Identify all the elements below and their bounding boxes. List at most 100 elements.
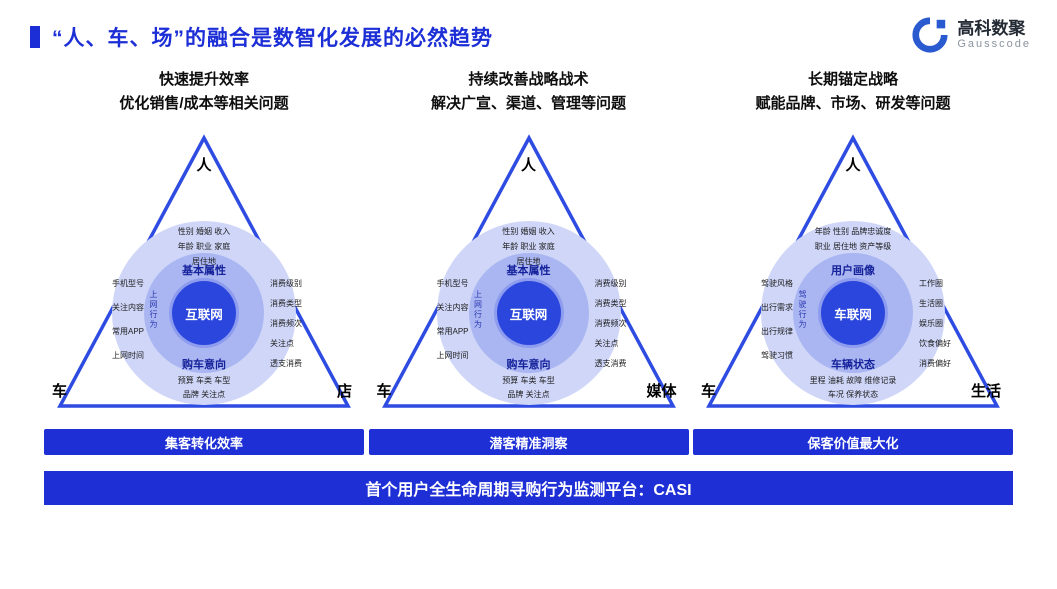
attribute-cluster-bottom: 预算 车类 车型 品牌 关注点 (178, 375, 230, 403)
attribute-line: 透支消费 (270, 359, 302, 368)
attribute-line: 出行规律 (761, 327, 793, 336)
ring-label-bottom: 购车意向 (182, 359, 226, 371)
attribute-line: 居住地 (191, 257, 216, 266)
attribute-line: 年龄 职业 家庭 (502, 242, 555, 251)
attribute-line: 常用APP (436, 327, 469, 336)
attribute-line: 关注内容 (436, 303, 469, 312)
vertex-label-left: 车 (376, 383, 392, 400)
vertex-label-right: 店 (336, 383, 352, 400)
triangle-diagram: 性别 婚姻 收入 年龄 职业 家庭 居住地 手机型号 关注内容 常用APP 上网… (44, 128, 364, 423)
ring-label-bottom: 车辆状态 (831, 359, 875, 371)
attribute-line: 关注点 (594, 339, 619, 348)
attribute-cluster-top: 性别 婚姻 收入 年龄 职业 家庭 居住地 (502, 226, 554, 271)
title-bullet (30, 26, 40, 48)
vertex-label-top: 人 (520, 157, 537, 174)
attribute-line: 性别 婚姻 收入 (502, 227, 555, 236)
heading-line2: 解决广宣、渠道、管理等问题 (430, 95, 626, 112)
attribute-line: 关注内容 (112, 303, 144, 312)
attribute-cluster-left: 驾驶风格 出行需求 出行规律 驾驶习惯 (719, 278, 793, 374)
attribute-line: 上网时间 (112, 351, 144, 360)
platform-banner: 首个用户全生命周期寻购行为监测平台：CASI (44, 471, 1013, 505)
attribute-line: 消费类型 (594, 299, 627, 308)
heading-line2: 赋能品牌、市场、研发等问题 (755, 95, 951, 112)
attribute-line: 驾驶风格 (761, 279, 793, 288)
vertex-label-left: 车 (701, 383, 717, 400)
ring-label-bottom: 购车意向 (506, 359, 551, 371)
center-network-circle: 互联网 (496, 281, 561, 345)
three-panel-area: 快速提升效率 优化销售/成本等相关问题 性别 婚姻 收入 年龄 职业 家庭 居住… (0, 52, 1057, 455)
attribute-cluster-bottom: 预算 车类 车型 品牌 关注点 (502, 375, 554, 403)
ring-label-vertical: 驾驶行为 (798, 290, 807, 330)
center-network-circle: 车联网 (821, 281, 885, 345)
attribute-line: 年龄 职业 家庭 (177, 242, 231, 251)
attribute-cluster-right: 消费级别 消费类型 消费频次 关注点 透支消费 (595, 278, 627, 378)
attribute-line: 消费频次 (594, 319, 627, 328)
attribute-line: 出行需求 (761, 303, 793, 312)
attribute-line: 手机型号 (112, 279, 144, 288)
attribute-line: 娱乐圈 (919, 319, 943, 328)
attribute-line: 性别 婚姻 收入 (177, 227, 231, 236)
ring-label-vertical: 上网行为 (473, 290, 483, 330)
slide-header: “人、车、场”的融合是数智化发展的必然趋势 (0, 0, 1057, 52)
attribute-cluster-top: 年龄 性别 品牌忠诚度 职业 居住地 资产等级 (815, 226, 891, 256)
attribute-line: 手机型号 (436, 279, 469, 288)
brand-logo: 高科数聚 Gausscode (911, 16, 1031, 54)
attribute-line: 透支消费 (594, 359, 627, 368)
ring-label-vertical: 上网行为 (149, 290, 158, 330)
attribute-line: 消费级别 (270, 279, 302, 288)
panel-conversion: 快速提升效率 优化销售/成本等相关问题 性别 婚姻 收入 年龄 职业 家庭 居住… (44, 68, 364, 455)
panel-banner: 集客转化效率 (44, 429, 364, 455)
attribute-cluster-left: 手机型号 关注内容 常用APP 上网时间 (395, 278, 469, 374)
triangle-diagram: 年龄 性别 品牌忠诚度 职业 居住地 资产等级 驾驶风格 出行需求 出行规律 驾… (693, 128, 1013, 423)
attribute-line: 生活圈 (919, 299, 943, 308)
attribute-cluster-left: 手机型号 关注内容 常用APP 上网时间 (70, 278, 144, 374)
attribute-line: 消费偏好 (919, 359, 951, 368)
attribute-cluster-bottom: 里程 油耗 故障 维修记录 车况 保养状态 (810, 375, 897, 403)
attribute-line: 常用APP (111, 327, 144, 336)
attribute-line: 消费频次 (270, 319, 302, 328)
attribute-line: 消费类型 (270, 299, 302, 308)
vertex-label-right: 媒体 (646, 383, 677, 400)
attribute-line: 品牌 关注点 (507, 390, 550, 399)
vertex-label-right: 生活 (970, 383, 1001, 400)
gausscode-logo-icon (912, 17, 948, 53)
center-network-circle: 互联网 (172, 281, 236, 345)
vertex-label-top: 人 (196, 157, 212, 174)
attribute-line: 预算 车类 车型 (502, 376, 555, 385)
page-title: “人、车、场”的融合是数智化发展的必然趋势 (52, 27, 493, 50)
attribute-line: 里程 油耗 故障 维修记录 (809, 376, 897, 385)
ring-label-top: 用户画像 (831, 265, 875, 277)
panel-heading: 持续改善战略战术 解决广宣、渠道、管理等问题 (369, 68, 689, 124)
triangle-diagram: 性别 婚姻 收入 年龄 职业 家庭 居住地 手机型号 关注内容 常用APP 上网… (369, 128, 689, 423)
heading-line1: 快速提升效率 (158, 71, 249, 88)
attribute-line: 工作圈 (919, 279, 943, 288)
vertex-label-top: 人 (845, 157, 861, 174)
panel-insight: 持续改善战略战术 解决广宣、渠道、管理等问题 性别 婚姻 收入 年龄 职业 家庭… (368, 68, 689, 455)
heading-line1: 长期锚定战略 (807, 71, 898, 88)
attribute-line: 品牌 关注点 (182, 390, 226, 399)
panel-heading: 快速提升效率 优化销售/成本等相关问题 (44, 68, 364, 124)
heading-line1: 持续改善战略战术 (468, 71, 589, 88)
attribute-line: 车况 保养状态 (827, 390, 879, 399)
attribute-cluster-right: 消费级别 消费类型 消费频次 关注点 透支消费 (270, 278, 302, 378)
attribute-cluster-right: 工作圈 生活圈 娱乐圈 饮食偏好 消费偏好 (919, 278, 951, 378)
panel-banner: 潜客精准洞察 (368, 429, 689, 455)
attribute-line: 居住地 (516, 257, 541, 266)
attribute-line: 驾驶习惯 (761, 351, 793, 360)
attribute-line: 饮食偏好 (919, 339, 951, 348)
brand-name: 高科数聚 (957, 18, 1026, 38)
vertex-label-left: 车 (52, 383, 68, 400)
attribute-cluster-top: 性别 婚姻 收入 年龄 职业 家庭 居住地 (178, 226, 230, 271)
attribute-line: 关注点 (270, 339, 294, 348)
ring-label-top: 基本属性 (182, 265, 226, 277)
panel-retention: 长期锚定战略 赋能品牌、市场、研发等问题 年龄 性别 品牌忠诚度 职业 居住地 … (693, 68, 1013, 455)
heading-line2: 优化销售/成本等相关问题 (119, 95, 289, 112)
attribute-line: 预算 车类 车型 (177, 376, 231, 385)
attribute-line: 年龄 性别 品牌忠诚度 (814, 227, 892, 236)
attribute-line: 上网时间 (436, 351, 469, 360)
brand-subtitle: Gausscode (957, 38, 1031, 51)
attribute-line: 职业 居住地 资产等级 (814, 242, 892, 251)
panel-heading: 长期锚定战略 赋能品牌、市场、研发等问题 (693, 68, 1013, 124)
panel-banner: 保客价值最大化 (693, 429, 1013, 455)
attribute-line: 消费级别 (594, 279, 627, 288)
